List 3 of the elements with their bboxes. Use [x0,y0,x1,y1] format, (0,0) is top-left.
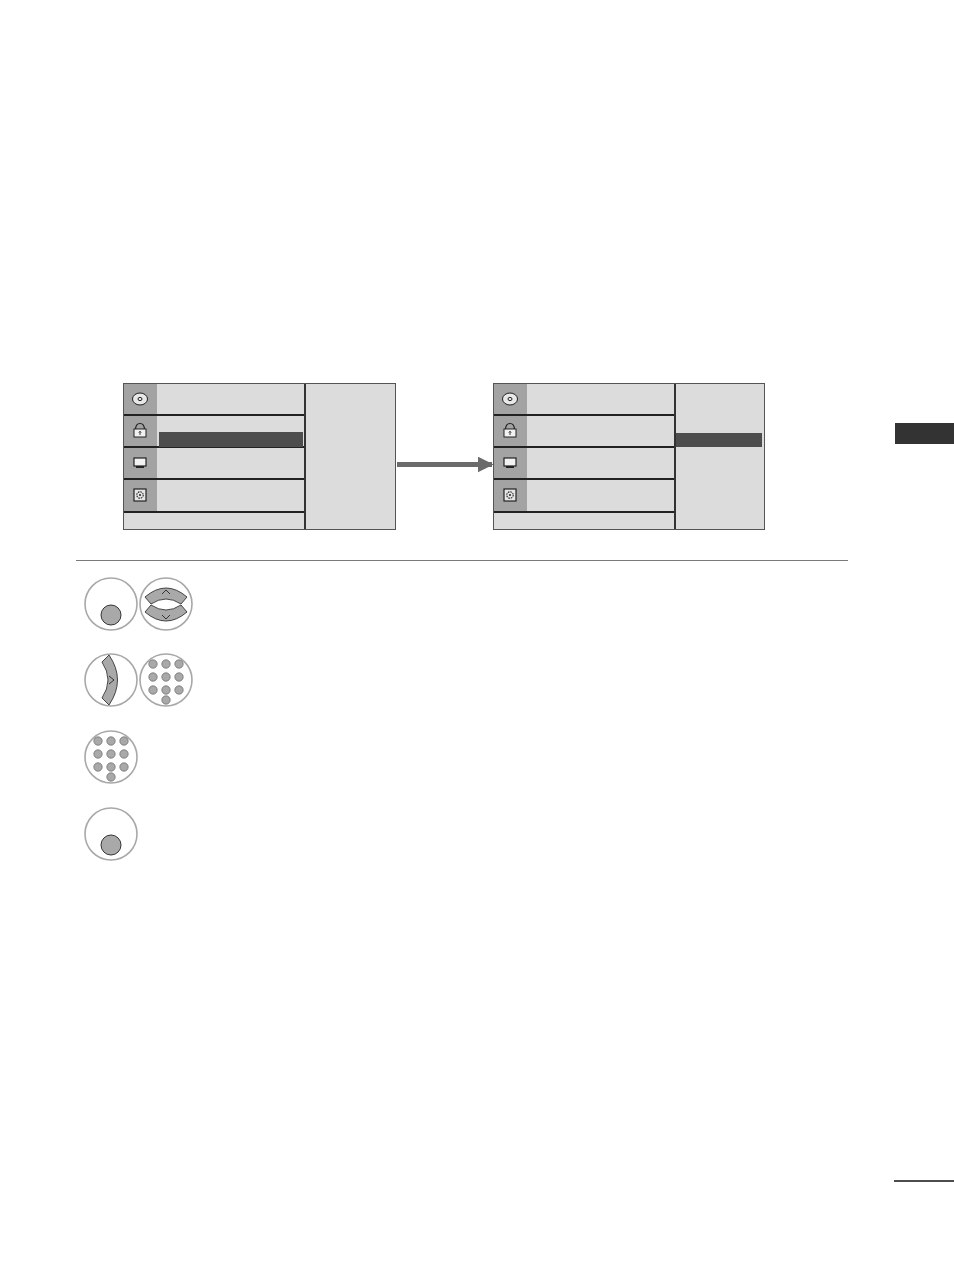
arrow [397,456,494,473]
menu-screen [493,383,765,530]
menu-screen [123,383,396,530]
